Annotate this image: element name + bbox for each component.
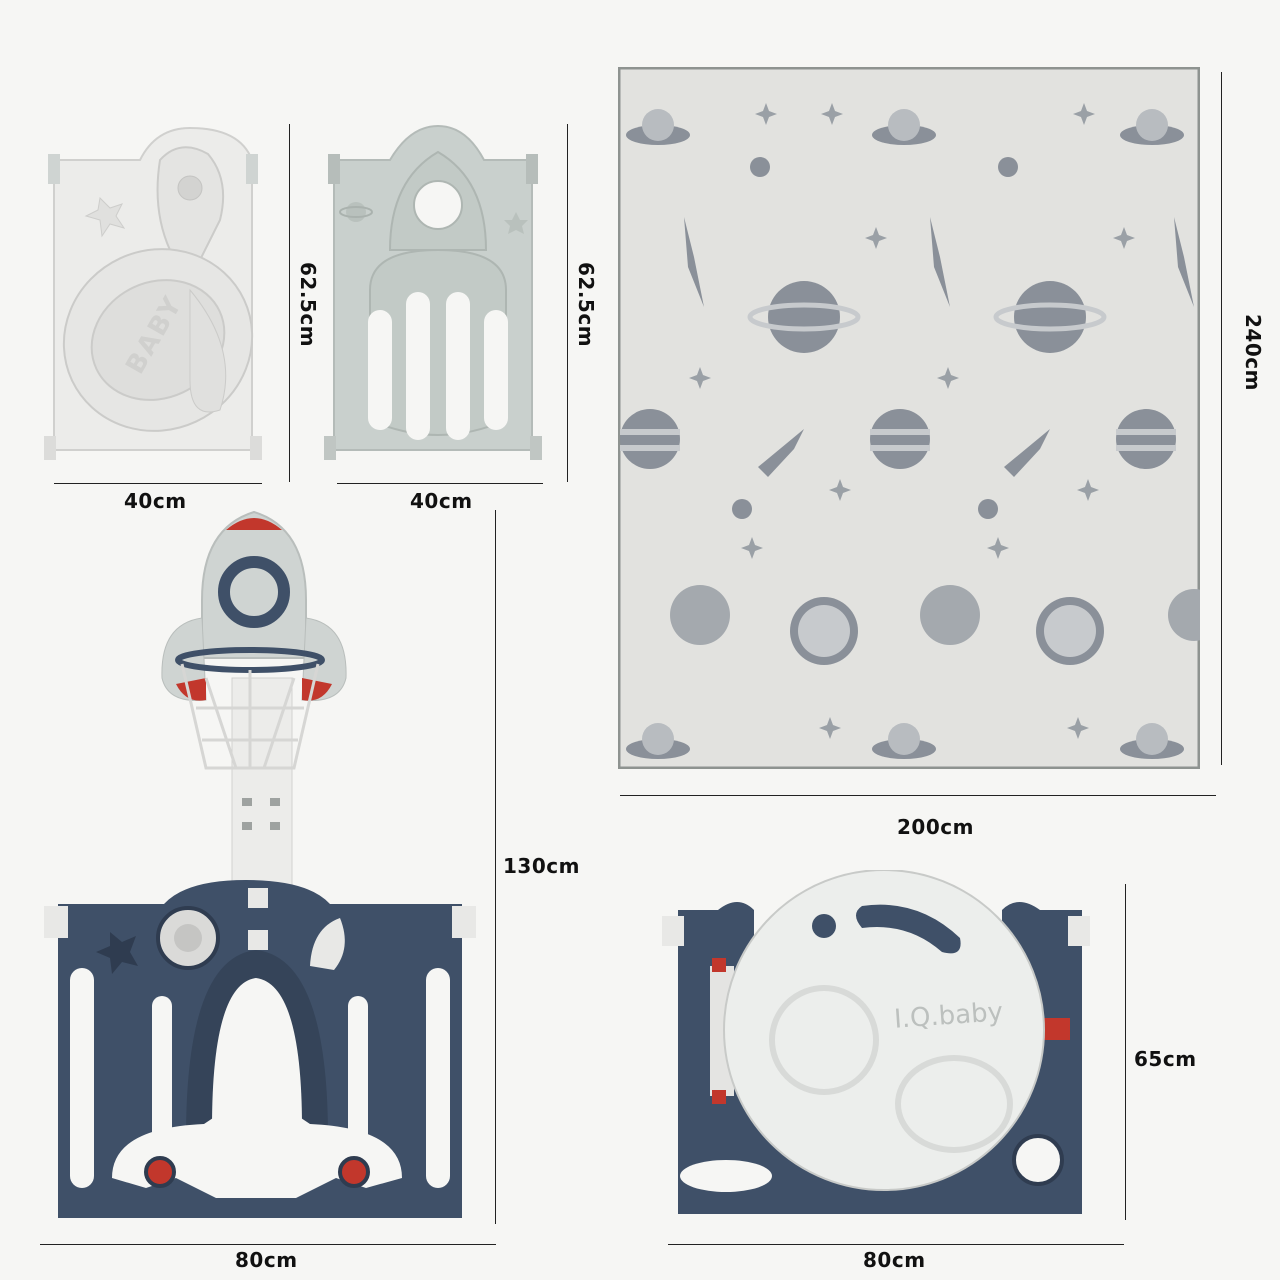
ufo-icon (626, 109, 690, 145)
door-panel-height-label: 65cm (1134, 1047, 1197, 1071)
ufo-icon (1120, 109, 1184, 145)
rocket-icon (310, 918, 345, 970)
sparkle-icon (937, 367, 959, 389)
moon-icon (1168, 589, 1200, 641)
sparkle-icon (829, 479, 851, 501)
hoop-net (180, 663, 320, 770)
mat-height-line (1221, 72, 1222, 765)
ringed-planet-icon (747, 281, 861, 353)
star-icon (504, 212, 528, 234)
white-panel-height-label: 62.5cm (296, 262, 320, 348)
sparkle-icon (689, 367, 711, 389)
star-icon (96, 932, 138, 974)
moon-icon (670, 585, 730, 645)
sparkle-icon (1077, 479, 1099, 501)
door-panel-height-line (1125, 884, 1126, 1220)
striped-planet-icon (1116, 409, 1176, 469)
porthole-planet-icon (790, 597, 858, 665)
grey-panel-width-label: 40cm (410, 489, 473, 513)
white-baby-panel (44, 126, 262, 460)
planet-cutout (680, 1160, 772, 1192)
grey-panel-height-line (567, 124, 568, 482)
porthole-planet-icon (1036, 597, 1104, 665)
white-panel-width-line (54, 483, 262, 484)
planet-icon (346, 202, 366, 222)
shuttle-icon (758, 429, 804, 477)
mat-width-label: 200cm (897, 815, 974, 839)
hoop-panel-width-line (40, 1244, 496, 1245)
hoop-panel-height-label: 130cm (503, 854, 580, 878)
hoop-panel-width-label: 80cm (235, 1248, 298, 1272)
rocket-window (218, 556, 290, 628)
door-panel-width-label: 80cm (863, 1248, 926, 1272)
basketball-hoop-panel (44, 510, 476, 1218)
hoop-panel-height-line (495, 510, 496, 1224)
grey-rocket-panel (324, 124, 542, 460)
star-icon (84, 196, 126, 238)
moon-icon (920, 585, 980, 645)
comet-icon (750, 157, 770, 177)
ringed-planet-icon (993, 281, 1107, 353)
ufo-icon (872, 109, 936, 145)
grey-panel-width-line (337, 483, 543, 484)
grey-panel-height-label: 62.5cm (574, 262, 598, 348)
door-panel (662, 870, 1090, 1214)
round-door[interactable] (723, 870, 1045, 1191)
comet-icon (998, 157, 1018, 177)
striped-planet-icon (870, 409, 930, 469)
shuttle-icon (1004, 429, 1050, 477)
mat-height-label: 240cm (1241, 314, 1265, 391)
white-panel-height-line (289, 124, 290, 482)
white-panel-width-label: 40cm (124, 489, 187, 513)
mat-width-line (620, 795, 1216, 796)
sparkle-icon (741, 537, 763, 559)
sparkle-icon (819, 717, 841, 739)
space-play-mat (618, 67, 1200, 769)
wheel (338, 1156, 370, 1188)
sparkle-icon (821, 103, 843, 125)
ufo-icon (872, 723, 936, 759)
rocket-icon (930, 217, 950, 307)
striped-planet-icon (620, 409, 680, 469)
rocket-icon (1174, 217, 1194, 307)
sparkle-icon (1067, 717, 1089, 739)
ufo-icon (626, 723, 690, 759)
ufo-icon (1120, 723, 1184, 759)
rocket-icon (684, 217, 704, 307)
door-lock[interactable] (1038, 1018, 1070, 1040)
rocket-emboss (156, 146, 225, 262)
porthole-cutout (1012, 1134, 1064, 1186)
door-panel-width-line (668, 1244, 1124, 1245)
sparkle-icon (865, 227, 887, 249)
shuttle-car (112, 1108, 402, 1198)
sparkle-icon (1073, 103, 1095, 125)
wheel (144, 1156, 176, 1188)
sparkle-icon (755, 103, 777, 125)
sparkle-icon (1113, 227, 1135, 249)
sparkle-icon (987, 537, 1009, 559)
